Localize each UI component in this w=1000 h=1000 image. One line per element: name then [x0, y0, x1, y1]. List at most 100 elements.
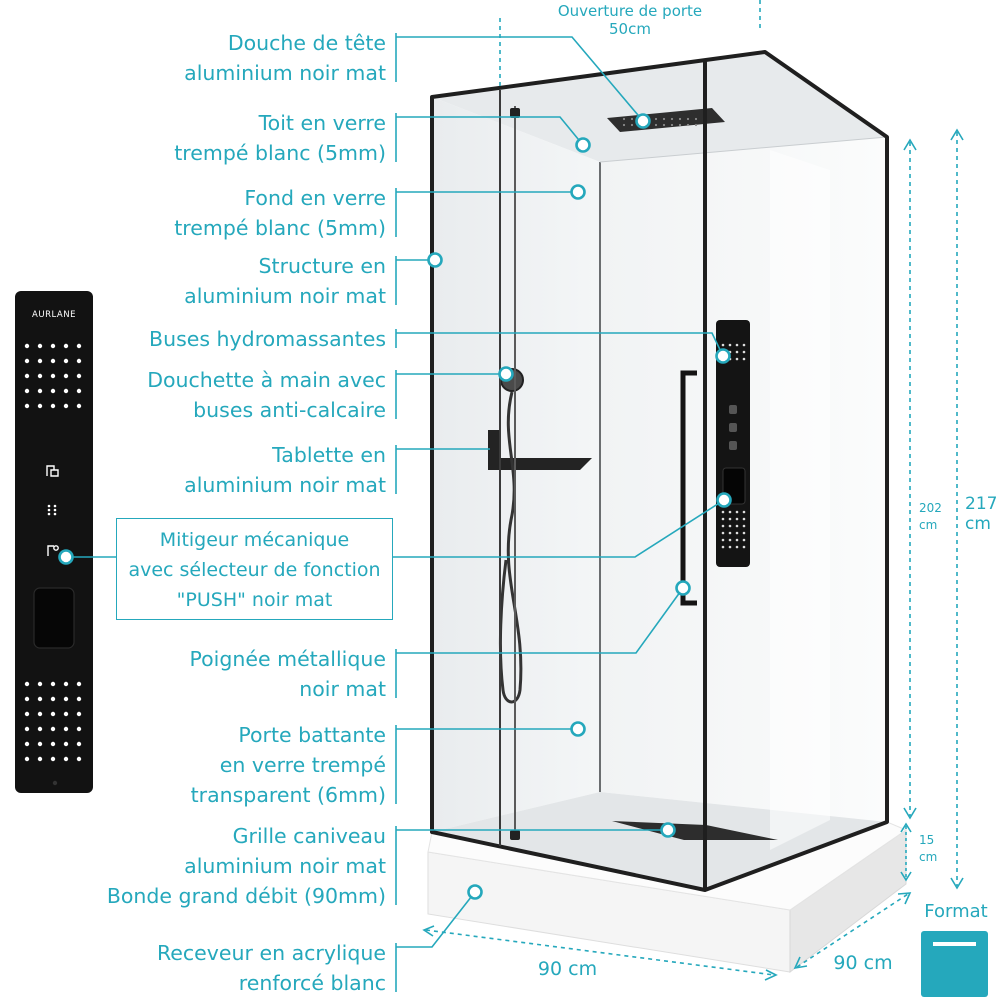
nozzle-dot	[694, 117, 698, 121]
hand-shower-button-icon	[47, 545, 59, 556]
nozzle-dot	[721, 517, 725, 521]
nozzle-dot	[694, 123, 698, 127]
nozzle-dot	[50, 343, 56, 349]
label-tablette: Tablette en aluminium noir mat	[0, 440, 386, 500]
connector-poignee	[396, 587, 684, 654]
nozzle-dot	[24, 741, 30, 747]
nozzle-dot	[742, 343, 746, 347]
nozzle-dot	[50, 388, 56, 394]
nozzle-dot	[24, 711, 30, 717]
nozzle-dot	[622, 117, 626, 121]
nozzle-dot	[742, 538, 746, 542]
depth-line	[796, 893, 909, 968]
label-mitigeur-box: Mitigeur mécanique avec sélecteur de fon…	[116, 518, 393, 620]
nozzle-dot	[37, 681, 43, 687]
column-button	[729, 441, 737, 450]
nozzle-dot	[728, 510, 732, 514]
inner-height-value: 202	[919, 501, 942, 515]
label-line: aluminium noir mat	[184, 473, 386, 497]
nozzle-dot	[678, 117, 682, 121]
nozzle-dot	[76, 358, 82, 364]
connector-receveur	[396, 891, 476, 948]
label-receveur: Receveur en acrylique renforcé blanc	[0, 938, 386, 998]
label-line: Douche de tête	[227, 31, 386, 55]
nozzle-dot	[735, 538, 739, 542]
dimension-lines	[422, 0, 964, 981]
panel-nozzles-bottom	[24, 681, 82, 762]
nozzle-dot	[686, 123, 690, 127]
aluminium-frame	[430, 50, 889, 892]
ring-dot-icon	[58, 549, 74, 565]
nozzle-dot	[37, 741, 43, 747]
nozzle-dot	[622, 123, 626, 127]
label-line: avec sélecteur de fonction	[128, 559, 381, 581]
drain-grille	[612, 821, 778, 840]
nozzle-dot	[654, 123, 658, 127]
label-line: Tablette en	[272, 443, 386, 467]
nozzle-dot	[50, 373, 56, 379]
door-hinge	[510, 830, 520, 840]
nozzle-dot	[24, 756, 30, 762]
arrow-head	[422, 925, 435, 937]
label-grille-caniveau: Grille caniveau aluminium noir mat Bonde…	[0, 821, 386, 911]
label-line: trempé blanc (5mm)	[174, 141, 386, 165]
nozzle-dot	[76, 403, 82, 409]
total-height-unit: cm	[965, 514, 991, 534]
panel-body	[15, 291, 93, 793]
nozzle-dot	[735, 524, 739, 528]
nozzle-dot	[24, 388, 30, 394]
label-line: Mitigeur mécanique	[159, 529, 350, 551]
nozzle-dot	[50, 403, 56, 409]
nozzle-dot	[721, 531, 725, 535]
inner-height-unit: cm	[919, 518, 938, 532]
total-height-dimension: 217 cm	[965, 494, 997, 534]
tray-height-dimension: 15 cm	[919, 832, 937, 866]
nozzle-dot	[630, 117, 634, 121]
nozzle-dot	[76, 726, 82, 732]
nozzle-dot	[63, 358, 69, 364]
nozzle-dot	[728, 538, 732, 542]
panel-screw	[52, 780, 58, 786]
cabin	[430, 50, 889, 892]
nozzle-dot	[670, 123, 674, 127]
door-opening-dimension: Ouverture de porte 50cm	[530, 2, 730, 38]
nozzle-dot	[686, 117, 690, 121]
arrow-head	[950, 128, 964, 141]
nozzle-dot	[742, 517, 746, 521]
nozzle-dot	[721, 510, 725, 514]
nozzle-dot	[50, 741, 56, 747]
nozzle-dot	[50, 726, 56, 732]
nozzle-dot	[721, 538, 725, 542]
arrow-head	[903, 807, 917, 820]
arrow-head	[897, 892, 912, 905]
label-douche-de-tete: Douche de tête aluminium noir mat	[0, 28, 386, 88]
ceiling	[432, 52, 887, 162]
shower-head-button-icon	[46, 465, 59, 477]
format-label: Format	[924, 901, 988, 922]
nozzle-dot	[662, 117, 666, 121]
door-hinge	[510, 108, 520, 118]
callout-markers	[58, 113, 732, 900]
label-line: Structure en	[258, 254, 386, 278]
nozzle-dot	[50, 711, 56, 717]
nozzle-dot	[50, 696, 56, 702]
nozzle-dot	[735, 357, 739, 361]
label-structure: Structure en aluminium noir mat	[0, 251, 386, 311]
panel-nozzles-top	[24, 343, 82, 409]
nozzle-dot	[37, 756, 43, 762]
nozzle-dot	[24, 726, 30, 732]
nozzle-dot	[76, 756, 82, 762]
nozzle-dot	[24, 403, 30, 409]
nozzle-dot	[735, 517, 739, 521]
nozzle-dot	[63, 343, 69, 349]
label-line: aluminium noir mat	[184, 854, 386, 878]
nozzle-dot	[678, 123, 682, 127]
label-line: "PUSH" noir mat	[176, 589, 333, 611]
nozzle-dot	[63, 373, 69, 379]
nozzle-dot	[742, 524, 746, 528]
nozzle-dot	[654, 117, 658, 121]
nozzle-dot	[24, 358, 30, 364]
arrow-head	[764, 969, 778, 981]
nozzle-dot	[76, 681, 82, 687]
nozzle-dot	[76, 388, 82, 394]
